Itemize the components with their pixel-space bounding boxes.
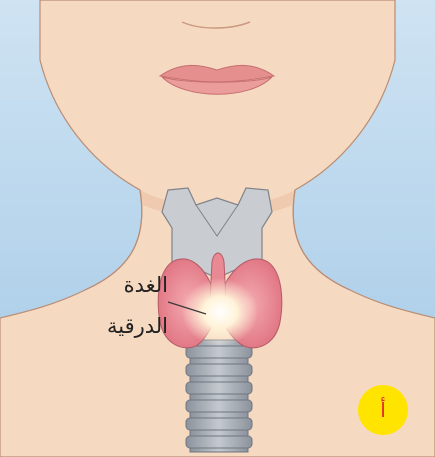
thyroid-label-line2: الدرقية: [78, 314, 168, 338]
figure-badge: أ: [358, 385, 408, 435]
thyroid-gland-illustration: [158, 253, 282, 348]
thyroid-glow: [182, 278, 258, 346]
thyroid-label-line1: الغدة: [78, 273, 168, 297]
trachea: [186, 340, 252, 452]
